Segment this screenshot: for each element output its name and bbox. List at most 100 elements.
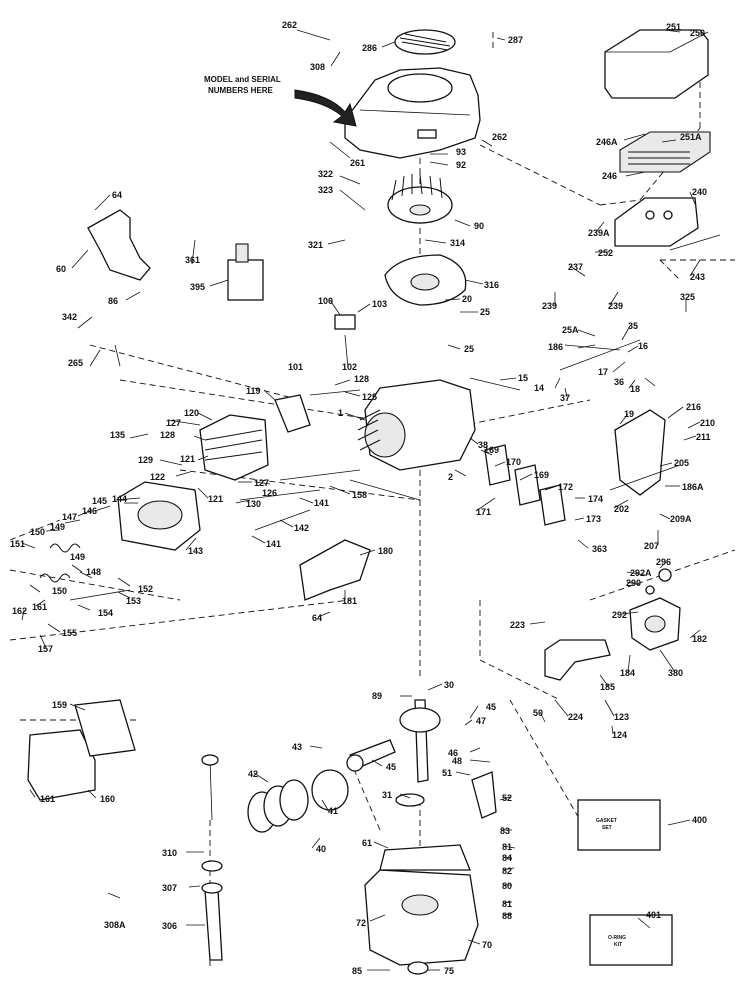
part-label: 342 [62, 312, 77, 322]
part-label: 224 [568, 712, 583, 722]
part-label: 20 [462, 294, 472, 304]
part-label: 45 [386, 762, 396, 772]
part-label: 130 [246, 499, 261, 509]
part-label: 172 [558, 482, 573, 492]
model-serial-note-line1: MODEL and SERIAL [204, 75, 281, 84]
ignition-coil [334, 314, 356, 330]
part-label: 102 [342, 362, 357, 372]
part-label: 239 [608, 301, 623, 311]
part-label: 262 [492, 132, 507, 142]
part-label: 19 [624, 409, 634, 419]
part-label: 14 [534, 383, 544, 393]
part-label: 31 [382, 790, 392, 800]
part-label: 186A [682, 482, 704, 492]
part-label: 82 [502, 866, 512, 876]
part-label: 265 [68, 358, 83, 368]
part-label: 119 [246, 386, 261, 396]
part-label: 173 [586, 514, 601, 524]
part-label: 17 [598, 367, 608, 377]
piston [311, 769, 349, 811]
part-label: 400 [692, 815, 707, 825]
part-label: 239 [542, 301, 557, 311]
part-label: 380 [668, 668, 683, 678]
part-label: 101 [288, 362, 303, 372]
intake-tube [544, 639, 611, 681]
part-label: 290 [626, 578, 641, 588]
part-label: 37 [560, 393, 570, 403]
part-label: 15 [518, 373, 528, 383]
part-label: 41 [328, 806, 338, 816]
part-label: 237 [568, 262, 583, 272]
part-label: 160 [100, 794, 115, 804]
part-label: 184 [620, 668, 635, 678]
part-label: 155 [62, 628, 77, 638]
part-label: 261 [350, 158, 365, 168]
part-label: 70 [482, 940, 492, 950]
part-label: 180 [378, 546, 393, 556]
part-number-labels: 262 286 287 308 251 250 262 261 93 92 24… [10, 20, 715, 976]
part-label: 127 [254, 478, 269, 488]
part-label: 141 [266, 539, 281, 549]
part-label: 287 [508, 35, 523, 45]
part-label: 25A [562, 325, 579, 335]
part-label: 2 [448, 472, 453, 482]
part-label: 125 [362, 392, 377, 402]
part-label: 158 [352, 490, 367, 500]
part-label: 51 [442, 768, 452, 778]
part-label: 142 [294, 523, 309, 533]
part-label: 174 [588, 494, 603, 504]
part-label: 286 [362, 43, 377, 53]
part-label: 202 [614, 504, 629, 514]
part-label: 169 [484, 445, 499, 455]
leader-lines [21, 29, 701, 971]
part-label: 151 [10, 539, 25, 549]
part-label: 262 [282, 20, 297, 30]
part-label: 150 [52, 586, 67, 596]
cylinder-head [199, 414, 269, 481]
part-label: 135 [110, 430, 125, 440]
part-label: 83 [500, 826, 510, 836]
part-label: 143 [188, 546, 203, 556]
part-label: 307 [162, 883, 177, 893]
part-label: 252 [598, 248, 613, 258]
part-label: 60 [56, 264, 66, 274]
oil-seal [407, 961, 429, 975]
part-label: 84 [502, 853, 512, 863]
part-label: 93 [456, 147, 466, 157]
part-label: 292A [630, 568, 652, 578]
part-label: 18 [630, 384, 640, 394]
part-label: 395 [190, 282, 205, 292]
air-cleaner-base [614, 197, 699, 247]
part-label: 72 [356, 918, 366, 928]
part-label: 316 [484, 280, 499, 290]
part-label: 169 [534, 470, 549, 480]
part-label: 207 [644, 541, 659, 551]
part-label: 363 [592, 544, 607, 554]
part-label: 30 [444, 680, 454, 690]
part-label: 127 [166, 418, 181, 428]
part-label: 16 [638, 341, 648, 351]
valve-cover [27, 729, 96, 801]
part-label: 85 [352, 966, 362, 976]
part-label: 35 [628, 321, 638, 331]
gasket-set-box [577, 799, 661, 851]
part-label: 170 [506, 457, 521, 467]
part-label: 251 [666, 22, 681, 32]
part-label: 149 [70, 552, 85, 562]
breather-plate [299, 539, 371, 601]
part-label: 211 [696, 432, 711, 442]
part-label: 25 [464, 344, 474, 354]
air-cleaner-cover [604, 29, 709, 99]
part-label: 308 [310, 62, 325, 72]
part-label: 240 [692, 187, 707, 197]
part-label: 75 [444, 966, 454, 976]
part-label: 162 [12, 606, 27, 616]
part-label: 1 [338, 408, 343, 418]
part-label: 121 [208, 494, 223, 504]
cam-gear [395, 793, 425, 807]
part-label: 43 [292, 742, 302, 752]
valve-spring [49, 543, 81, 553]
part-label: 120 [184, 408, 199, 418]
part-label: 52 [502, 793, 512, 803]
part-label: 161 [40, 794, 55, 804]
